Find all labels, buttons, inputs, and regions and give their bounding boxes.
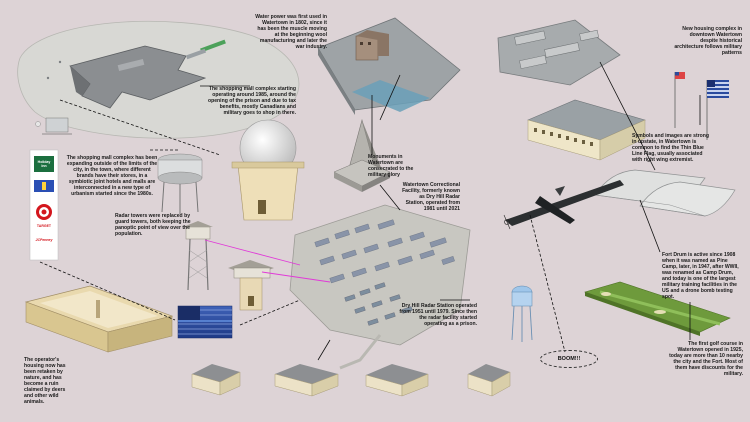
house-3: [365, 364, 429, 397]
caption-shopping-mall: The shopping mall complex starting opera…: [208, 86, 297, 116]
caption-fort-drum: Fort Drum is active since 1908 when it w…: [662, 252, 739, 300]
caption-water-power: Water power was first used in Watertown …: [255, 14, 327, 50]
caption-radar-towers: Radar towers were replaced by guard towe…: [115, 213, 191, 237]
ruined-house: [24, 285, 174, 353]
caption-mall-expanding: The shopping mall complex has been expan…: [66, 155, 158, 197]
jcpenney-logo: JCPenney: [35, 238, 53, 242]
house-4: [467, 364, 511, 397]
caption-housing-complex: New housing complex in downtown Watertow…: [674, 26, 742, 56]
magenta-connectors: [204, 239, 331, 283]
correctional-facility-model: [289, 204, 471, 370]
flag-poles: [674, 72, 729, 140]
radar-equipment: [35, 117, 72, 135]
shopping-mall-model: [17, 20, 300, 139]
caption-golf: The first golf course in Watertown opene…: [669, 341, 743, 377]
caption-dry-hill: Dry Hill Radar Station operated from 195…: [399, 303, 477, 327]
dashed-connectors: [39, 99, 566, 353]
caption-monuments: Monuments in Watertown are consecrated t…: [368, 154, 414, 178]
housing-complex-model: [497, 19, 621, 86]
brand-banner: [29, 149, 59, 261]
boom-label: BOOM!!!: [540, 350, 598, 368]
drone: [503, 180, 624, 230]
military-barracks: [527, 99, 646, 161]
holiday-inn-logo: Holiday Inn: [37, 160, 51, 168]
caption-correctional: Watertown Correctional Facility, formerl…: [402, 182, 460, 212]
mill-waterpower-model: [317, 17, 461, 115]
target-logo: TARGET: [36, 224, 52, 228]
water-tower-small: [157, 153, 203, 214]
guard-tower-tall: [183, 221, 213, 291]
connector-lines: [200, 61, 701, 361]
guard-tower-short: [228, 260, 274, 311]
radar-dome-tower: [231, 119, 305, 221]
thin-blue-line-flag: [177, 305, 233, 339]
quonset-huts: [594, 169, 736, 217]
house-2: [274, 364, 339, 397]
caption-operators-housing: The operator's housing now has been reta…: [24, 357, 66, 405]
golf-course: [584, 281, 731, 336]
water-tower-thin: [511, 285, 533, 342]
house-1: [191, 364, 241, 396]
caption-symbols: Symbols and images are strong in upstate…: [632, 133, 709, 163]
